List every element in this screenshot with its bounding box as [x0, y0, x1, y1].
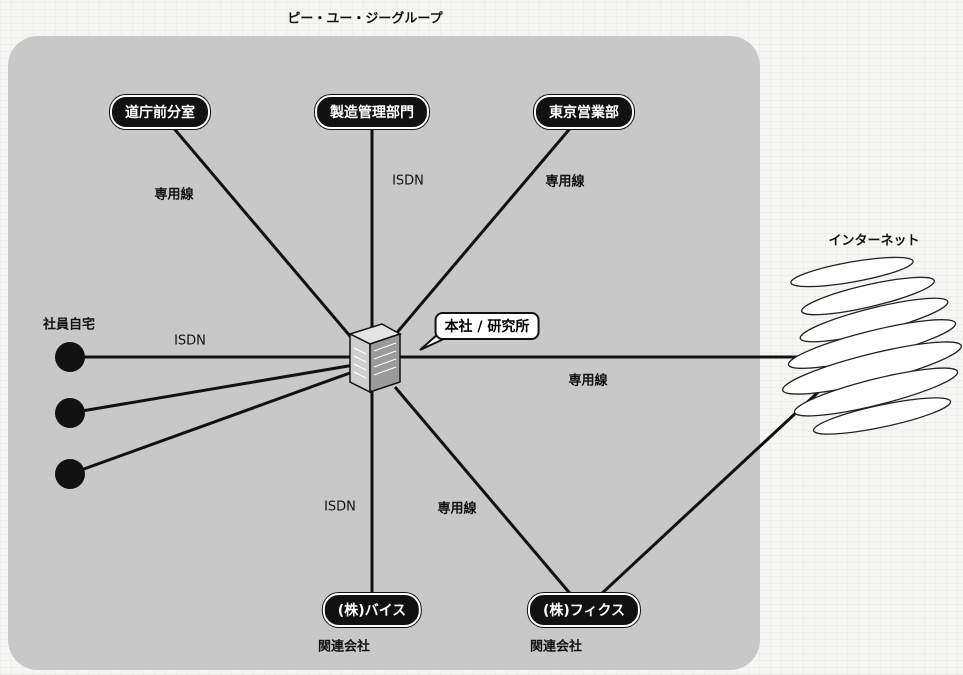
home-node-3[interactable] [55, 459, 85, 489]
home-node-1[interactable] [55, 342, 85, 372]
link-line-hokkaido [158, 111, 374, 363]
node-tokyo-sales[interactable]: 東京営業部 [534, 95, 634, 129]
link-label-bais: ISDN [324, 499, 356, 515]
link-line-fix-internet [582, 381, 830, 612]
node-bais[interactable]: (株)バイス [322, 593, 422, 627]
node-manufacturing[interactable]: 製造管理部門 [315, 95, 429, 129]
link-label-fix: 専用線 [437, 501, 477, 517]
node-internet: インターネット [828, 233, 920, 249]
node-hokkaido-office[interactable]: 道庁前分室 [110, 95, 210, 129]
link-label-manufacturing: ISDN [392, 173, 424, 189]
link-label-home: ISDN [174, 333, 206, 349]
home-node-2[interactable] [55, 398, 85, 428]
group-title: ピー・ユー・ジーグループ [287, 11, 443, 27]
internet-cloud-icon [782, 256, 962, 435]
link-line-fix [393, 386, 586, 611]
link-line-home-3 [69, 363, 373, 476]
link-line-home-2 [69, 360, 373, 415]
node-bais-subtitle: 関連会社 [317, 639, 371, 655]
link-label-hokkaido: 専用線 [154, 187, 194, 203]
hq-building-icon [348, 323, 402, 394]
node-home-workers: 社員自宅 [42, 317, 96, 333]
link-label-tokyo: 専用線 [545, 174, 585, 190]
node-hq[interactable]: 本社 / 研究所 [434, 312, 540, 340]
node-fix-subtitle: 関連会社 [529, 639, 583, 655]
link-label-internet: 専用線 [568, 373, 608, 389]
node-fix[interactable]: (株)フィクス [527, 593, 641, 627]
link-line-tokyo [370, 111, 586, 363]
